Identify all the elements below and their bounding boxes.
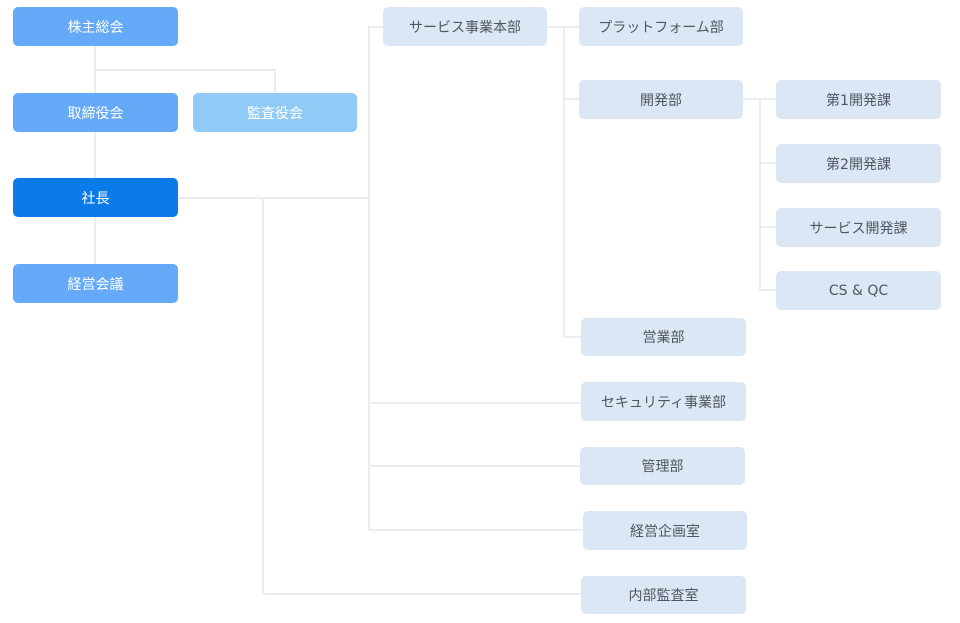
connector <box>368 529 584 531</box>
node-platform[interactable]: プラットフォーム部 <box>579 7 743 46</box>
connector <box>368 26 370 531</box>
connector <box>759 162 777 164</box>
node-dev[interactable]: 開発部 <box>579 80 743 119</box>
connector <box>262 593 582 595</box>
connector <box>94 217 96 264</box>
node-president[interactable]: 社長 <box>13 178 178 217</box>
connector <box>759 289 777 291</box>
node-dev2[interactable]: 第2開発課 <box>776 144 941 183</box>
node-service-dev[interactable]: サービス開発課 <box>776 208 941 247</box>
node-service-hq[interactable]: サービス事業本部 <box>383 7 547 46</box>
connector <box>368 26 384 28</box>
connector <box>178 197 370 199</box>
node-shareholders[interactable]: 株主総会 <box>13 7 178 46</box>
connector <box>262 197 264 595</box>
node-admin[interactable]: 管理部 <box>580 447 745 485</box>
connector <box>759 226 777 228</box>
node-internal-audit[interactable]: 内部監査室 <box>581 576 746 614</box>
connector <box>368 465 581 467</box>
connector <box>563 336 582 338</box>
node-auditors[interactable]: 監査役会 <box>193 93 357 132</box>
connector <box>94 69 276 71</box>
node-security[interactable]: セキュリティ事業部 <box>581 382 746 421</box>
connector <box>563 26 565 338</box>
connector <box>759 98 761 291</box>
node-csqc[interactable]: CS & QC <box>776 271 941 310</box>
node-planning[interactable]: 経営企画室 <box>583 511 747 550</box>
connector <box>368 402 582 404</box>
connector <box>563 98 580 100</box>
node-sales[interactable]: 営業部 <box>581 318 746 356</box>
connector <box>274 69 276 93</box>
node-board[interactable]: 取締役会 <box>13 93 178 132</box>
node-mgmt-meeting[interactable]: 経営会議 <box>13 264 178 303</box>
node-dev1[interactable]: 第1開発課 <box>776 80 941 119</box>
